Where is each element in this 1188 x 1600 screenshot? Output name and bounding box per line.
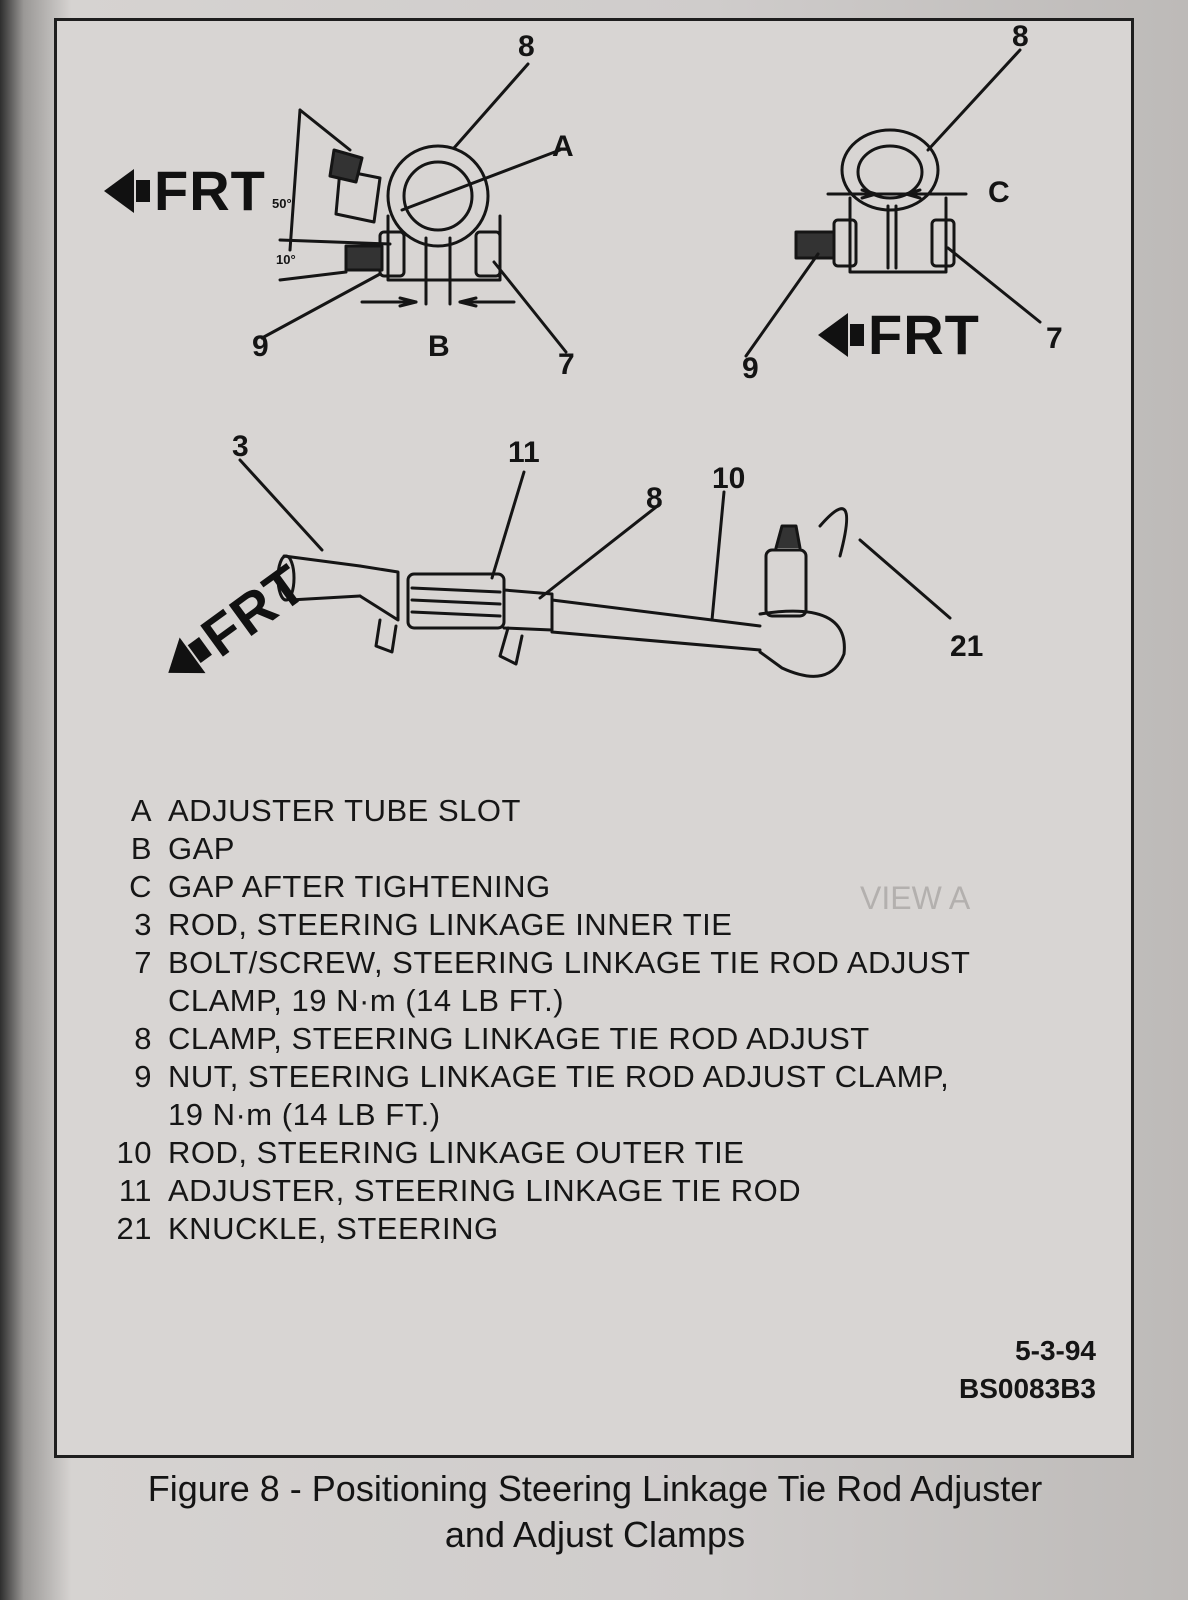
callout-c: C xyxy=(988,176,1010,209)
caption-line-1: Figure 8 - Positioning Steering Linkage … xyxy=(147,1468,1043,1509)
legend-key xyxy=(78,1096,168,1134)
legend-item: 19 N·m (14 LB FT.) xyxy=(78,1096,1088,1134)
legend-key: 3 xyxy=(134,907,152,942)
legend-item: C GAP AFTER TIGHTENING xyxy=(78,868,1088,906)
legend-text: NUT, STEERING LINKAGE TIE ROD ADJUST CLA… xyxy=(168,1059,950,1094)
legend-key: 21 xyxy=(116,1211,152,1246)
caption-line-2: and Adjust Clamps xyxy=(444,1514,746,1555)
legend-key: 10 xyxy=(116,1135,152,1170)
legend-item: 11 ADJUSTER, STEERING LINKAGE TIE ROD xyxy=(78,1172,1088,1210)
figure-codes: 5-3-94 BS0083B3 xyxy=(959,1332,1096,1408)
callout-b: B xyxy=(428,330,450,363)
legend-text: BOLT/SCREW, STEERING LINKAGE TIE ROD ADJ… xyxy=(168,945,971,980)
callout-10: 10 xyxy=(712,462,746,495)
clamp-detail-left xyxy=(260,62,568,354)
legend-item: B GAP xyxy=(78,830,1088,868)
left-arrow-icon xyxy=(104,168,134,213)
legend-item: 3 ROD, STEERING LINKAGE INNER TIE xyxy=(78,906,1088,944)
front-direction-indicator: FRT xyxy=(104,158,266,223)
left-arrow-icon xyxy=(818,312,848,357)
callout-8: 8 xyxy=(646,482,663,515)
legend: A ADJUSTER TUBE SLOT B GAP C GAP AFTER TIGH… xyxy=(78,792,1088,1248)
legend-item: 8 CLAMP, STEERING LINKAGE TIE ROD ADJUST xyxy=(78,1020,1088,1058)
callout-9: 9 xyxy=(742,352,759,385)
callout-8: 8 xyxy=(518,30,535,63)
callout-21: 21 xyxy=(950,630,984,663)
tie-rod-assembly xyxy=(238,458,952,678)
legend-key: 7 xyxy=(134,945,152,980)
legend-key: 9 xyxy=(134,1059,152,1094)
legend-item: 9 NUT, STEERING LINKAGE TIE ROD ADJUST CL… xyxy=(78,1058,1088,1096)
front-direction-indicator: FRT xyxy=(818,302,980,367)
legend-text: CLAMP, 19 N·m (14 LB FT.) xyxy=(168,983,565,1018)
callout-7: 7 xyxy=(558,348,575,381)
legend-key: B xyxy=(130,831,152,866)
legend-text: ADJUSTER TUBE SLOT xyxy=(168,793,521,828)
clamp-detail-right xyxy=(744,48,1042,358)
legend-text: CLAMP, STEERING LINKAGE TIE ROD ADJUST xyxy=(168,1021,870,1056)
legend-key: 11 xyxy=(118,1173,152,1208)
legend-key: C xyxy=(129,869,152,904)
legend-text: ADJUSTER, STEERING LINKAGE TIE ROD xyxy=(168,1173,802,1208)
figure-code: BS0083B3 xyxy=(959,1373,1096,1404)
legend-item: 21 KNUCKLE, STEERING xyxy=(78,1210,1088,1248)
callout-8: 8 xyxy=(1012,20,1029,53)
legend-item: 7 BOLT/SCREW, STEERING LINKAGE TIE ROD AD… xyxy=(78,944,1088,982)
legend-key xyxy=(78,982,168,1020)
angle-label: 10° xyxy=(276,252,296,267)
legend-text: GAP AFTER TIGHTENING xyxy=(168,869,551,904)
bleed-through: VIEW A xyxy=(860,880,971,916)
callout-11: 11 xyxy=(508,436,540,469)
callout-9: 9 xyxy=(252,330,269,363)
legend-text: KNUCKLE, STEERING xyxy=(168,1211,499,1246)
callout-a: A xyxy=(552,130,574,163)
date-code: 5-3-94 xyxy=(1015,1335,1096,1366)
legend-text: ROD, STEERING LINKAGE OUTER TIE xyxy=(168,1135,745,1170)
legend-item: CLAMP, 19 N·m (14 LB FT.) xyxy=(78,982,1088,1020)
figure-caption: Figure 8 - Positioning Steering Linkage … xyxy=(40,1466,1150,1558)
legend-key: A xyxy=(130,793,152,828)
legend-item: 10 ROD, STEERING LINKAGE OUTER TIE xyxy=(78,1134,1088,1172)
legend-text: ROD, STEERING LINKAGE INNER TIE xyxy=(168,907,733,942)
angle-label: 50° xyxy=(272,196,292,211)
legend-key: 8 xyxy=(134,1021,152,1056)
legend-text: 19 N·m (14 LB FT.) xyxy=(168,1097,441,1132)
callout-7: 7 xyxy=(1046,322,1063,355)
legend-item: A ADJUSTER TUBE SLOT xyxy=(78,792,1088,830)
callout-3: 3 xyxy=(232,430,249,463)
legend-text: GAP xyxy=(168,831,235,866)
